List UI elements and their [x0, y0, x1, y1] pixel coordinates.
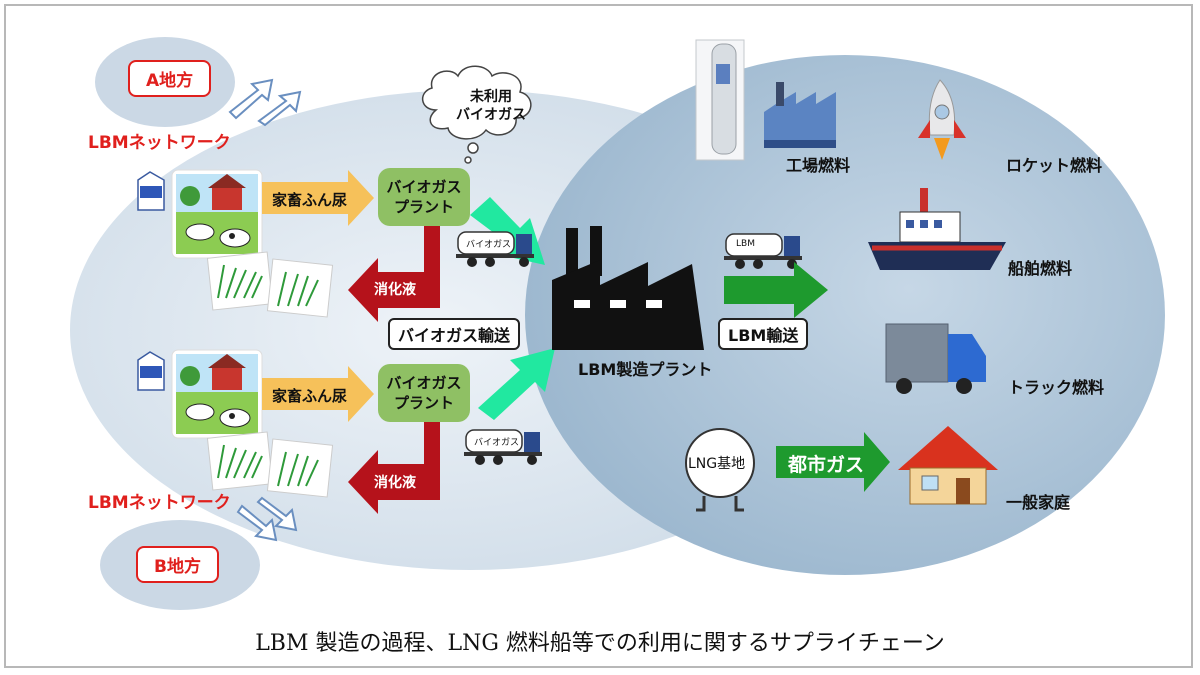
biogas-plant-bottom: バイオガスプラント [378, 364, 470, 422]
manure-label-bottom: 家畜ふん尿 [272, 387, 348, 405]
lbm-transport-label: LBM輸送 [718, 318, 809, 350]
digestate-label-bottom: 消化液 [374, 475, 416, 491]
right-ellipse [525, 55, 1165, 575]
plant-label-line2: プラント [393, 198, 454, 216]
truck-text: バイオガス [474, 438, 520, 448]
lbm-transport-arrow [724, 262, 828, 318]
lbm-truck-icon [724, 233, 802, 269]
milk-carton-icon [137, 171, 165, 211]
manure-arrow-bottom [262, 366, 374, 422]
factory-fuel-label: 工場燃料 [786, 156, 851, 175]
grass-icon [206, 251, 334, 318]
biogas-truck-icon [456, 231, 534, 267]
manure-arrow-top [262, 170, 374, 226]
plant-label-line2: プラント [393, 394, 454, 412]
lbm-factory-icon [552, 226, 704, 350]
truck-fuel-label: トラック燃料 [1008, 378, 1105, 397]
figure-caption: LBM 製造の過程、LNG 燃料船等での利用に関するサプライチェーン [255, 631, 945, 656]
truck-text: バイオガス [466, 240, 512, 250]
digestate-label-top: 消化液 [374, 282, 416, 298]
unused-biogas-line2: バイオガス [456, 107, 526, 123]
rocket-icon [918, 79, 966, 160]
digestate-arrow-bottom [348, 420, 440, 514]
region-a-label: A地方 [128, 60, 212, 97]
ship-icon [868, 188, 1006, 270]
rocket-fuel-label: ロケット燃料 [1006, 156, 1103, 175]
network-label-bottom: LBMネットワーク [88, 493, 231, 513]
digestate-arrow-top [348, 226, 440, 322]
farm-cow-icon [171, 169, 263, 259]
thought-cloud-icon [422, 65, 532, 164]
plant-label-line1: バイオガス [386, 374, 462, 392]
farm-cow-icon [171, 349, 263, 439]
lng-base-label: LNG基地 [688, 456, 746, 472]
biogas-truck-icon [464, 429, 542, 465]
lng-base-icon [685, 428, 755, 512]
network-label-top: LBMネットワーク [88, 133, 231, 153]
milk-carton-icon [137, 351, 165, 391]
unused-biogas-line1: 未利用 [470, 89, 512, 105]
network-arrow-b [236, 496, 298, 542]
unused-biogas-label: 未利用 バイオガス [456, 88, 526, 124]
home-label: 一般家庭 [1006, 493, 1071, 512]
truck-text: LBM [736, 239, 755, 249]
city-gas-arrow [776, 432, 890, 492]
region-b-label: B地方 [136, 546, 219, 583]
biogas-transport-label: バイオガス輸送 [388, 318, 521, 350]
manure-label-top: 家畜ふん尿 [272, 191, 348, 209]
truck-icon [885, 323, 986, 394]
network-arrow-a [228, 78, 302, 127]
city-gas-label: 都市ガス [788, 454, 865, 476]
factory-icon [764, 82, 836, 148]
house-icon [898, 426, 998, 505]
lng-tank-icon [695, 39, 745, 161]
ship-fuel-label: 船舶燃料 [1008, 259, 1073, 278]
grass-icon [206, 431, 334, 498]
biogas-plant-top: バイオガスプラント [378, 168, 470, 226]
biogas-arrow-bottom [478, 348, 555, 420]
lbm-plant-label: LBM製造プラント [578, 360, 713, 379]
plant-label-line1: バイオガス [386, 178, 462, 196]
